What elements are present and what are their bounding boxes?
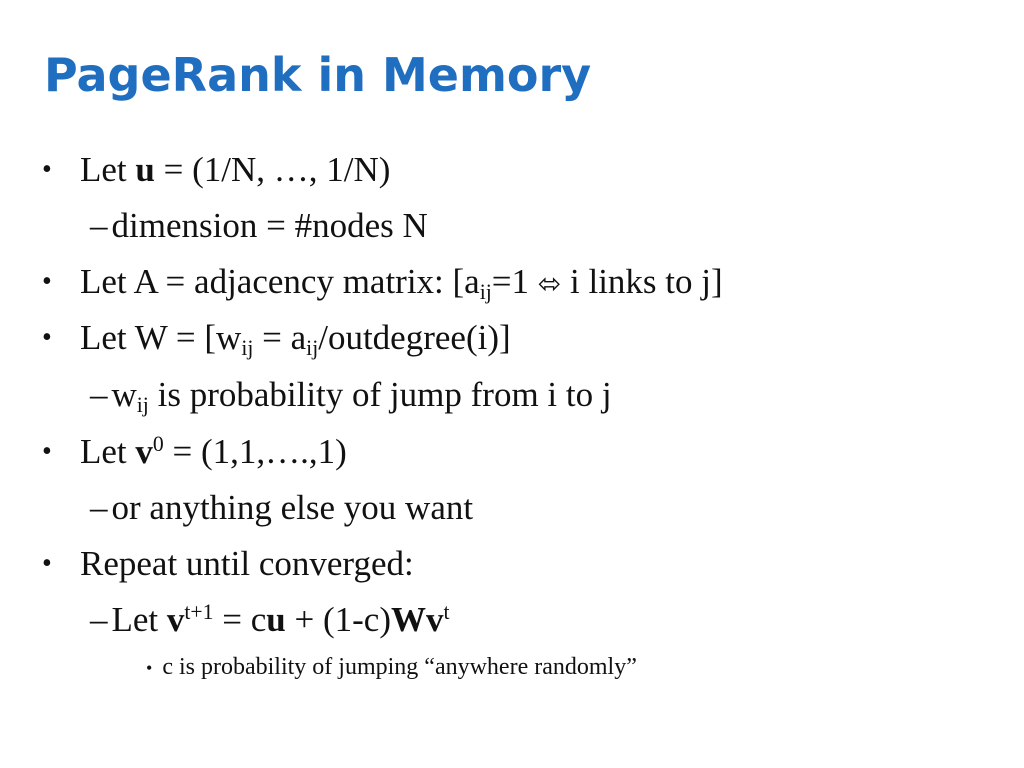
bullet-item-let-a: Let A = adjacency matrix: [aij=1 ⬄ i lin… [80,262,723,305]
bullet-item-let-w: Let W = [wij = aij/outdegree(i)] [80,318,511,361]
bullet-item-let-v0: Let v0 = (1,1,….,1) [80,432,347,471]
dash-icon: – [90,206,108,245]
bullet-icon: • [42,266,52,297]
bullet-icon: • [42,436,52,467]
sub-item-dimension: –dimension = #nodes N [90,206,428,245]
bullet-icon: • [42,548,52,579]
sub-item-wij-probability: –wij is probability of jump from i to j [90,375,612,418]
slide-title: PageRank in Memory [44,48,592,102]
bullet-item-let-u: Let u = (1/N, …, 1/N) [80,150,391,189]
dash-icon: – [90,600,108,639]
bullet-item-repeat: Repeat until converged: [80,544,414,583]
bullet-icon: • [42,322,52,353]
sub-item-update-rule: –Let vt+1 = cu + (1-c)Wvt [90,600,450,639]
sub-item-anything-else: –or anything else you want [90,488,474,527]
dash-icon: – [90,375,108,414]
dash-icon: – [90,488,108,527]
iff-arrow-icon: ⬄ [537,267,562,300]
bullet-icon: • [42,154,52,185]
small-bullet-icon: • [146,658,153,678]
sub-sub-item-c-probability: •c is probability of jumping “anywhere r… [146,654,637,680]
